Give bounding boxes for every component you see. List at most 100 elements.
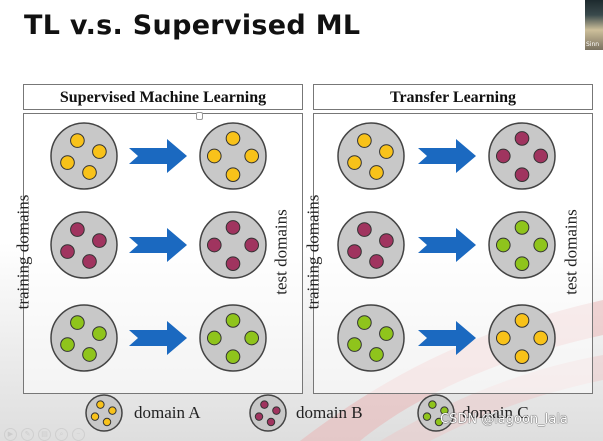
domain-a-sample-dot <box>82 165 97 180</box>
domain-a-cluster-icon <box>85 394 123 432</box>
training-domain-cluster <box>50 211 118 279</box>
cluster-circle <box>50 122 118 190</box>
domain-a-sample-dot <box>108 406 117 415</box>
domain-a-sample-dot <box>347 155 362 170</box>
domain-c-sample-dot <box>70 315 85 330</box>
domain-b-sample-dot <box>92 233 107 248</box>
cluster-circle <box>337 304 405 372</box>
arrow-icon <box>129 228 187 262</box>
cluster-circle <box>199 211 267 279</box>
domain-c-sample-dot <box>244 330 260 346</box>
domain-b-cluster-icon <box>249 394 287 432</box>
domain-b-sample-dot <box>225 256 241 272</box>
test-domain-cluster <box>199 122 267 190</box>
test-domain-cluster <box>199 304 267 372</box>
domain-a-sample-dot <box>92 144 107 159</box>
domain-a-sample-dot <box>225 131 241 146</box>
domain-c-sample-dot <box>357 315 372 330</box>
domain-b-sample-dot <box>60 244 75 259</box>
cluster-circle <box>488 304 556 372</box>
domain-c-sample-dot <box>440 406 449 415</box>
domain-a-sample-dot <box>369 165 384 180</box>
cluster-circle <box>488 211 556 279</box>
domain-a-sample-dot <box>357 133 372 148</box>
test-domain-cluster <box>488 122 556 190</box>
domain-b-sample-dot <box>272 406 281 415</box>
domain-b-sample-dot <box>357 222 372 237</box>
domain-b-sample-dot <box>225 220 241 235</box>
domain-b-sample-dot <box>266 417 276 427</box>
domain-b-sample-dot <box>260 400 269 409</box>
domain-b-sample-dot <box>244 237 260 253</box>
arrow-icon <box>129 139 187 173</box>
cluster-circle <box>85 394 123 432</box>
cluster-circle <box>417 394 455 432</box>
panel-transfer-learning: Transfer Learning training domains test … <box>303 84 593 394</box>
legend-domain-c: domain C <box>416 393 529 433</box>
cluster-circle <box>199 122 267 190</box>
legend-domain-a: domain A <box>84 393 201 433</box>
domain-b-sample-dot <box>514 167 530 183</box>
arrow-icon <box>418 228 476 262</box>
domain-c-sample-dot <box>225 349 241 365</box>
domain-c-sample-dot <box>495 237 511 253</box>
cluster-circle <box>488 122 556 190</box>
cluster-circle <box>249 394 287 432</box>
domain-a-sample-dot <box>102 417 112 427</box>
legend-label: domain B <box>296 403 363 422</box>
domain-b-sample-dot <box>514 131 530 146</box>
training-domain-cluster <box>337 304 405 372</box>
domain-a-sample-dot <box>60 155 75 170</box>
play-icon[interactable]: ▶ <box>4 428 17 441</box>
cluster-circle <box>50 304 118 372</box>
domain-b-sample-dot <box>82 254 97 269</box>
domain-c-sample-dot <box>92 326 107 341</box>
slide-title: TL v.s. Supervised ML <box>24 10 361 41</box>
domain-b-sample-dot <box>369 254 384 269</box>
minus-icon[interactable]: − <box>72 428 85 441</box>
domain-c-sample-dot <box>514 256 530 272</box>
domain-a-sample-dot <box>244 148 260 164</box>
domain-c-sample-dot <box>347 337 362 352</box>
presenter-video-thumbnail[interactable]: Sinn <box>585 0 603 50</box>
cluster-circle <box>337 211 405 279</box>
domain-a-sample-dot <box>495 330 511 346</box>
domain-c-sample-dot <box>533 237 549 253</box>
legend-label: domain A <box>134 403 201 422</box>
domain-a-sample-dot <box>514 349 530 365</box>
legend-domain-b: domain B <box>248 393 363 433</box>
panel-title: Supervised Machine Learning <box>23 84 303 110</box>
cluster-circle <box>50 211 118 279</box>
domain-c-sample-dot <box>206 330 222 346</box>
domain-b-sample-dot <box>70 222 85 237</box>
watermark: CSDN @lagoon_lala <box>440 412 568 427</box>
copy-icon[interactable]: ▤ <box>38 428 51 441</box>
domain-c-sample-dot <box>369 347 384 362</box>
training-domain-cluster <box>50 122 118 190</box>
test-domain-cluster <box>488 304 556 372</box>
presenter-name: Sinn <box>586 41 600 48</box>
mouse-cursor <box>196 112 203 120</box>
panel-supervised-ml: Supervised Machine Learning training dom… <box>13 84 303 394</box>
legend-cluster <box>417 394 455 432</box>
domain-b-sample-dot <box>254 412 264 421</box>
panel-body: training domains test domains <box>303 113 593 394</box>
domain-c-sample-dot <box>225 313 241 328</box>
domain-a-sample-dot <box>70 133 85 148</box>
domain-a-sample-dot <box>206 148 222 164</box>
legend-cluster <box>85 394 123 432</box>
training-domain-cluster <box>50 304 118 372</box>
domain-a-sample-dot <box>514 313 530 328</box>
domain-a-sample-dot <box>96 400 105 409</box>
domain-b-sample-dot <box>347 244 362 259</box>
training-domain-cluster <box>337 211 405 279</box>
pen-icon[interactable]: ✎ <box>21 428 34 441</box>
domain-c-sample-dot <box>434 417 444 427</box>
zoom-icon[interactable]: ⌕ <box>55 428 68 441</box>
legend-cluster <box>249 394 287 432</box>
training-domain-cluster <box>337 122 405 190</box>
diagram-canvas <box>337 122 556 372</box>
panel-body: training domains test domains <box>13 113 303 394</box>
domain-b-sample-dot <box>206 237 222 253</box>
domain-a-sample-dot <box>379 144 394 159</box>
